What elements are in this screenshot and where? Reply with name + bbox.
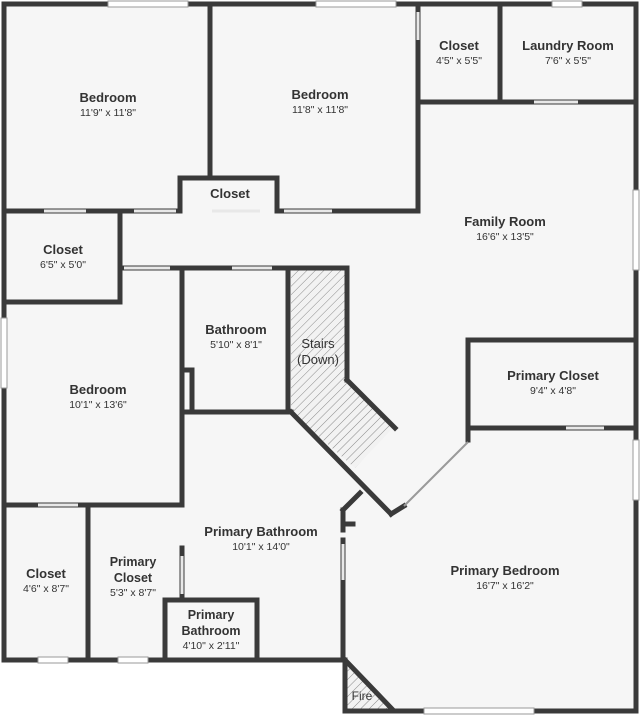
doors: [38, 12, 604, 594]
stairs-hatch: [291, 268, 393, 468]
primary-bedroom-opening: [403, 441, 469, 507]
